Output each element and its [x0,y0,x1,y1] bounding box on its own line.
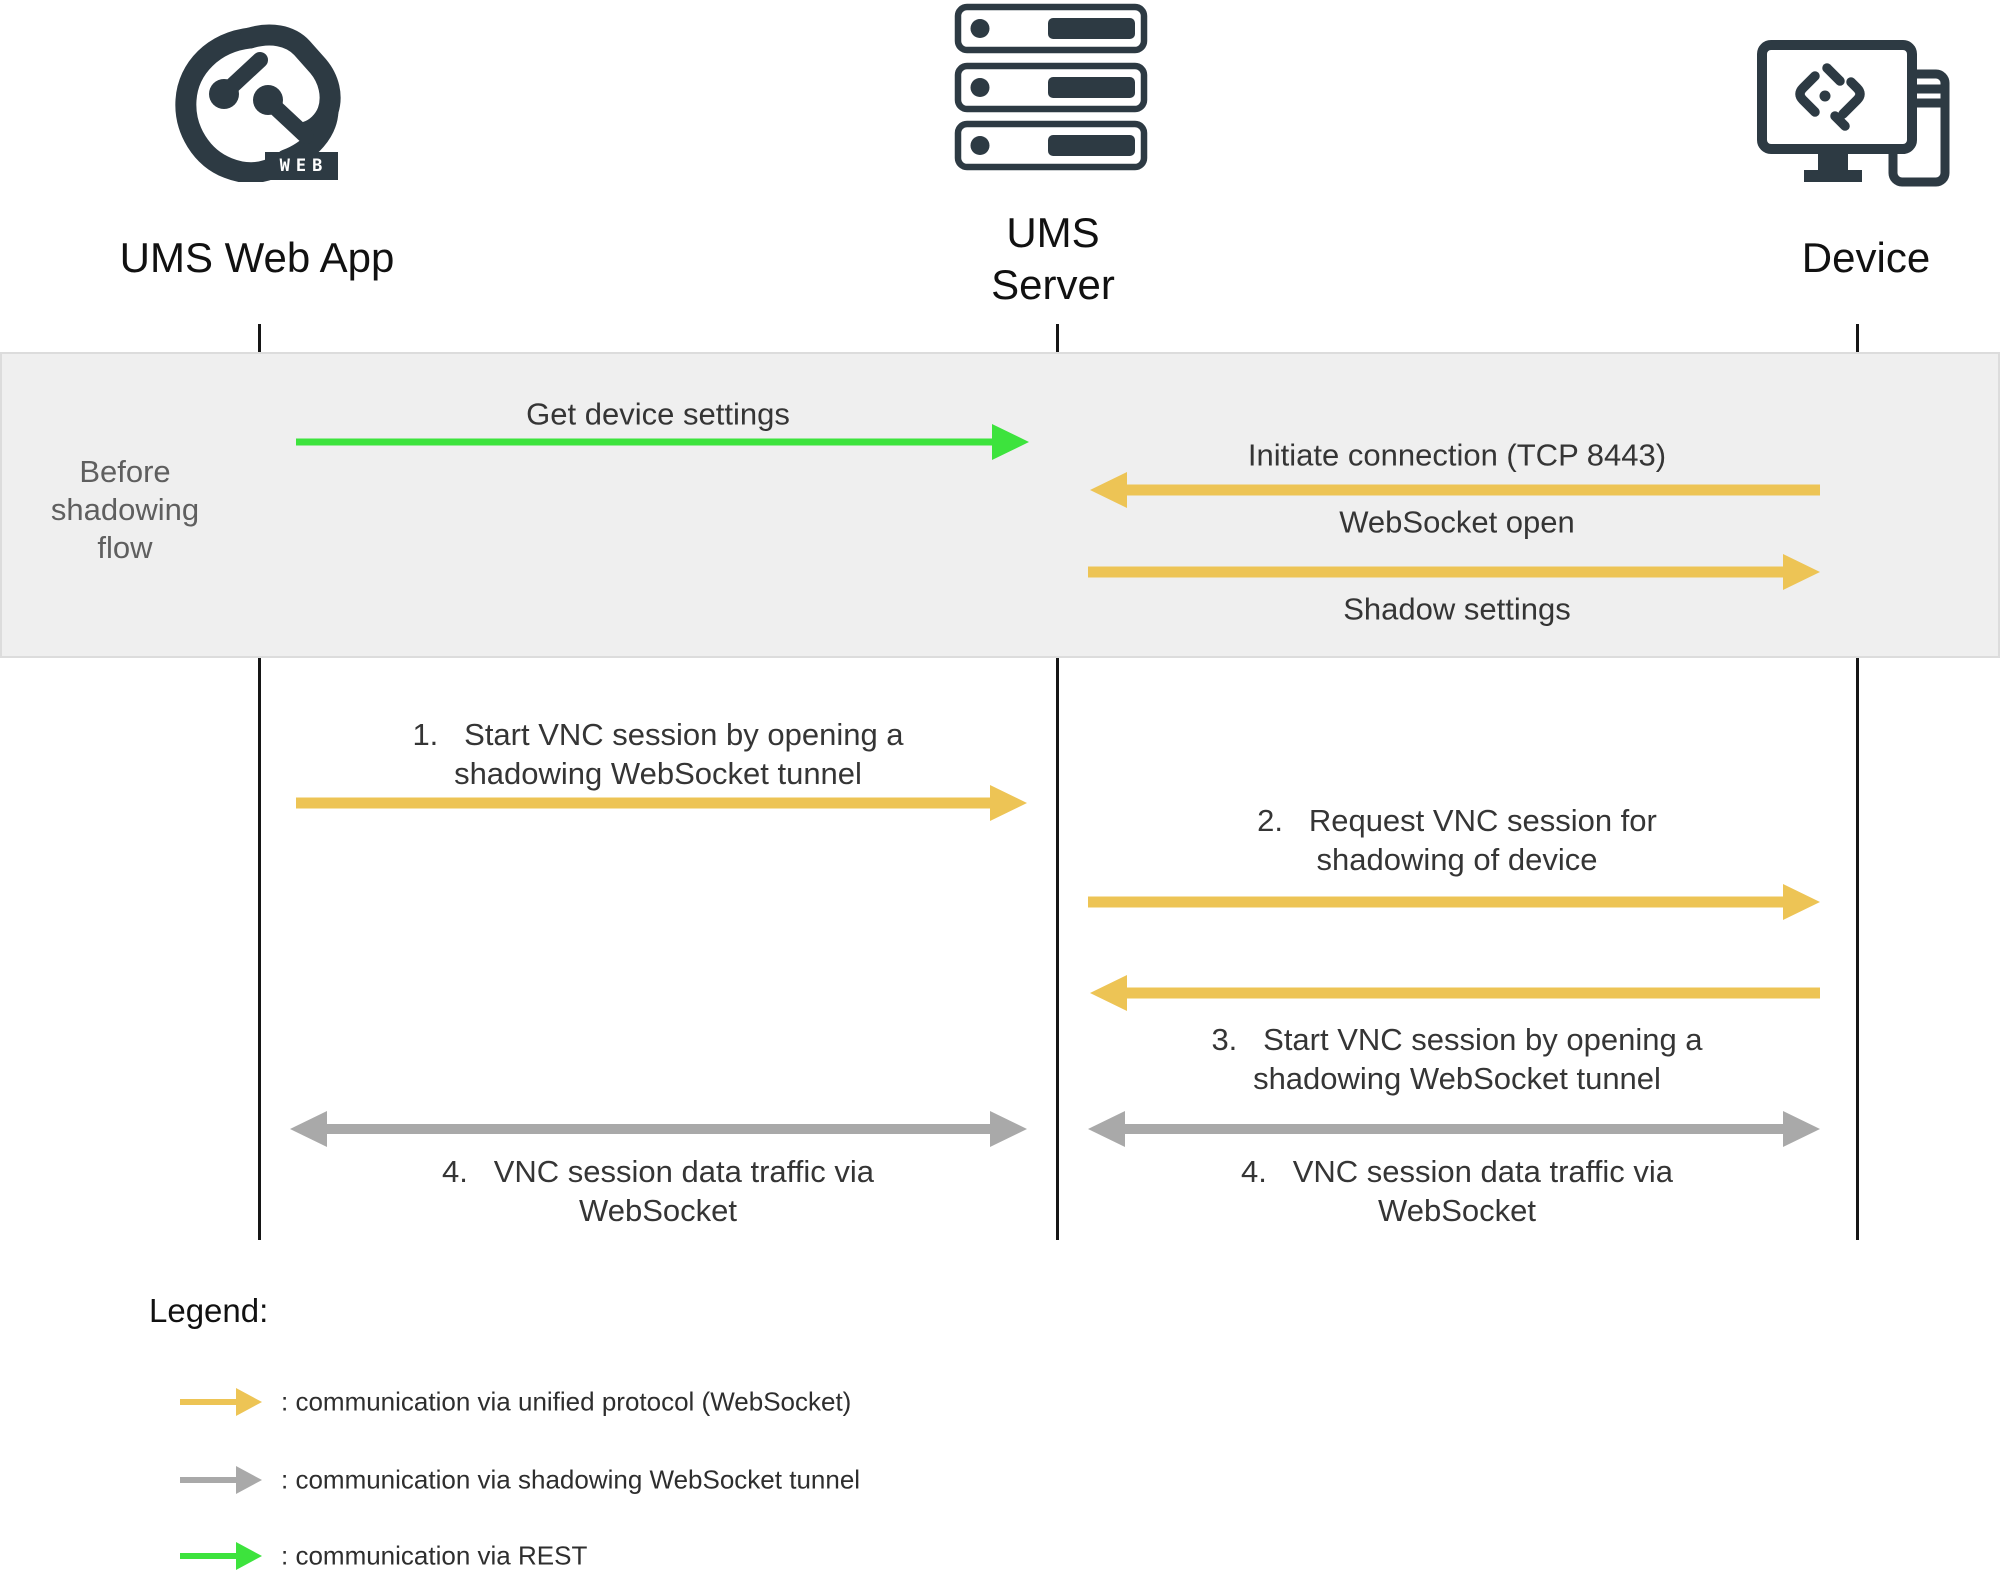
arrow-websocket-open [1088,553,1820,591]
web-badge: WEB [265,152,338,180]
legend-label-rest: : communication via REST [281,1540,588,1571]
legend-arrow-shadowing-tunnel [180,1466,262,1494]
lifeline-device [1856,324,1859,1240]
legend-title: Legend: [149,1292,269,1329]
msg-step3: 3. Start VNC session by opening a shadow… [1211,1022,1703,1096]
ums-web-app-logo: WEB [158,8,342,184]
arrow-step4-left [290,1110,1027,1148]
msg-step1: 1. Start VNC session by opening a shadow… [412,717,904,791]
arrow-initiate-connection [1090,471,1820,509]
msg-shadow-settings: Shadow settings [1343,591,1571,627]
arrow-step2 [1088,883,1820,921]
legend-label-unified-protocol: : communication via unified protocol (We… [281,1386,852,1417]
msg-initiate-connection: Initiate connection (TCP 8443) [1247,437,1667,473]
legend-arrow-rest [180,1542,262,1570]
legend-label-shadowing-tunnel: : communication via shadowing WebSocket … [281,1464,861,1495]
device-icon [1757,40,1950,187]
msg-get-device-settings: Get device settings [526,396,790,432]
arrow-step4-right [1088,1110,1820,1148]
msg-websocket-open: WebSocket open [1339,504,1575,540]
before-shadowing-label: Before shadowing flow [50,454,200,565]
msg-step2: 2. Request VNC session for shadowing of … [1257,803,1657,877]
igel-swirl-icon [175,24,341,184]
actor-label-ums-server: UMS Server [991,209,1115,308]
msg-step4-left: 4. VNC session data traffic via WebSocke… [442,1154,874,1228]
msg-step4-right: 4. VNC session data traffic via WebSocke… [1241,1154,1673,1228]
arrow-get-device-settings [296,423,1029,461]
arrow-step1 [296,784,1027,822]
legend-arrow-unified-protocol [180,1388,262,1416]
actor-label-ums-web-app: UMS Web App [119,234,395,281]
before-shadowing-band [0,352,2000,658]
lifeline-ums-web-app [258,324,261,1240]
arrow-step3 [1090,974,1820,1012]
actor-label-device: Device [1801,234,1931,281]
lifeline-ums-server [1056,324,1059,1240]
server-stack-icon [954,3,1148,171]
